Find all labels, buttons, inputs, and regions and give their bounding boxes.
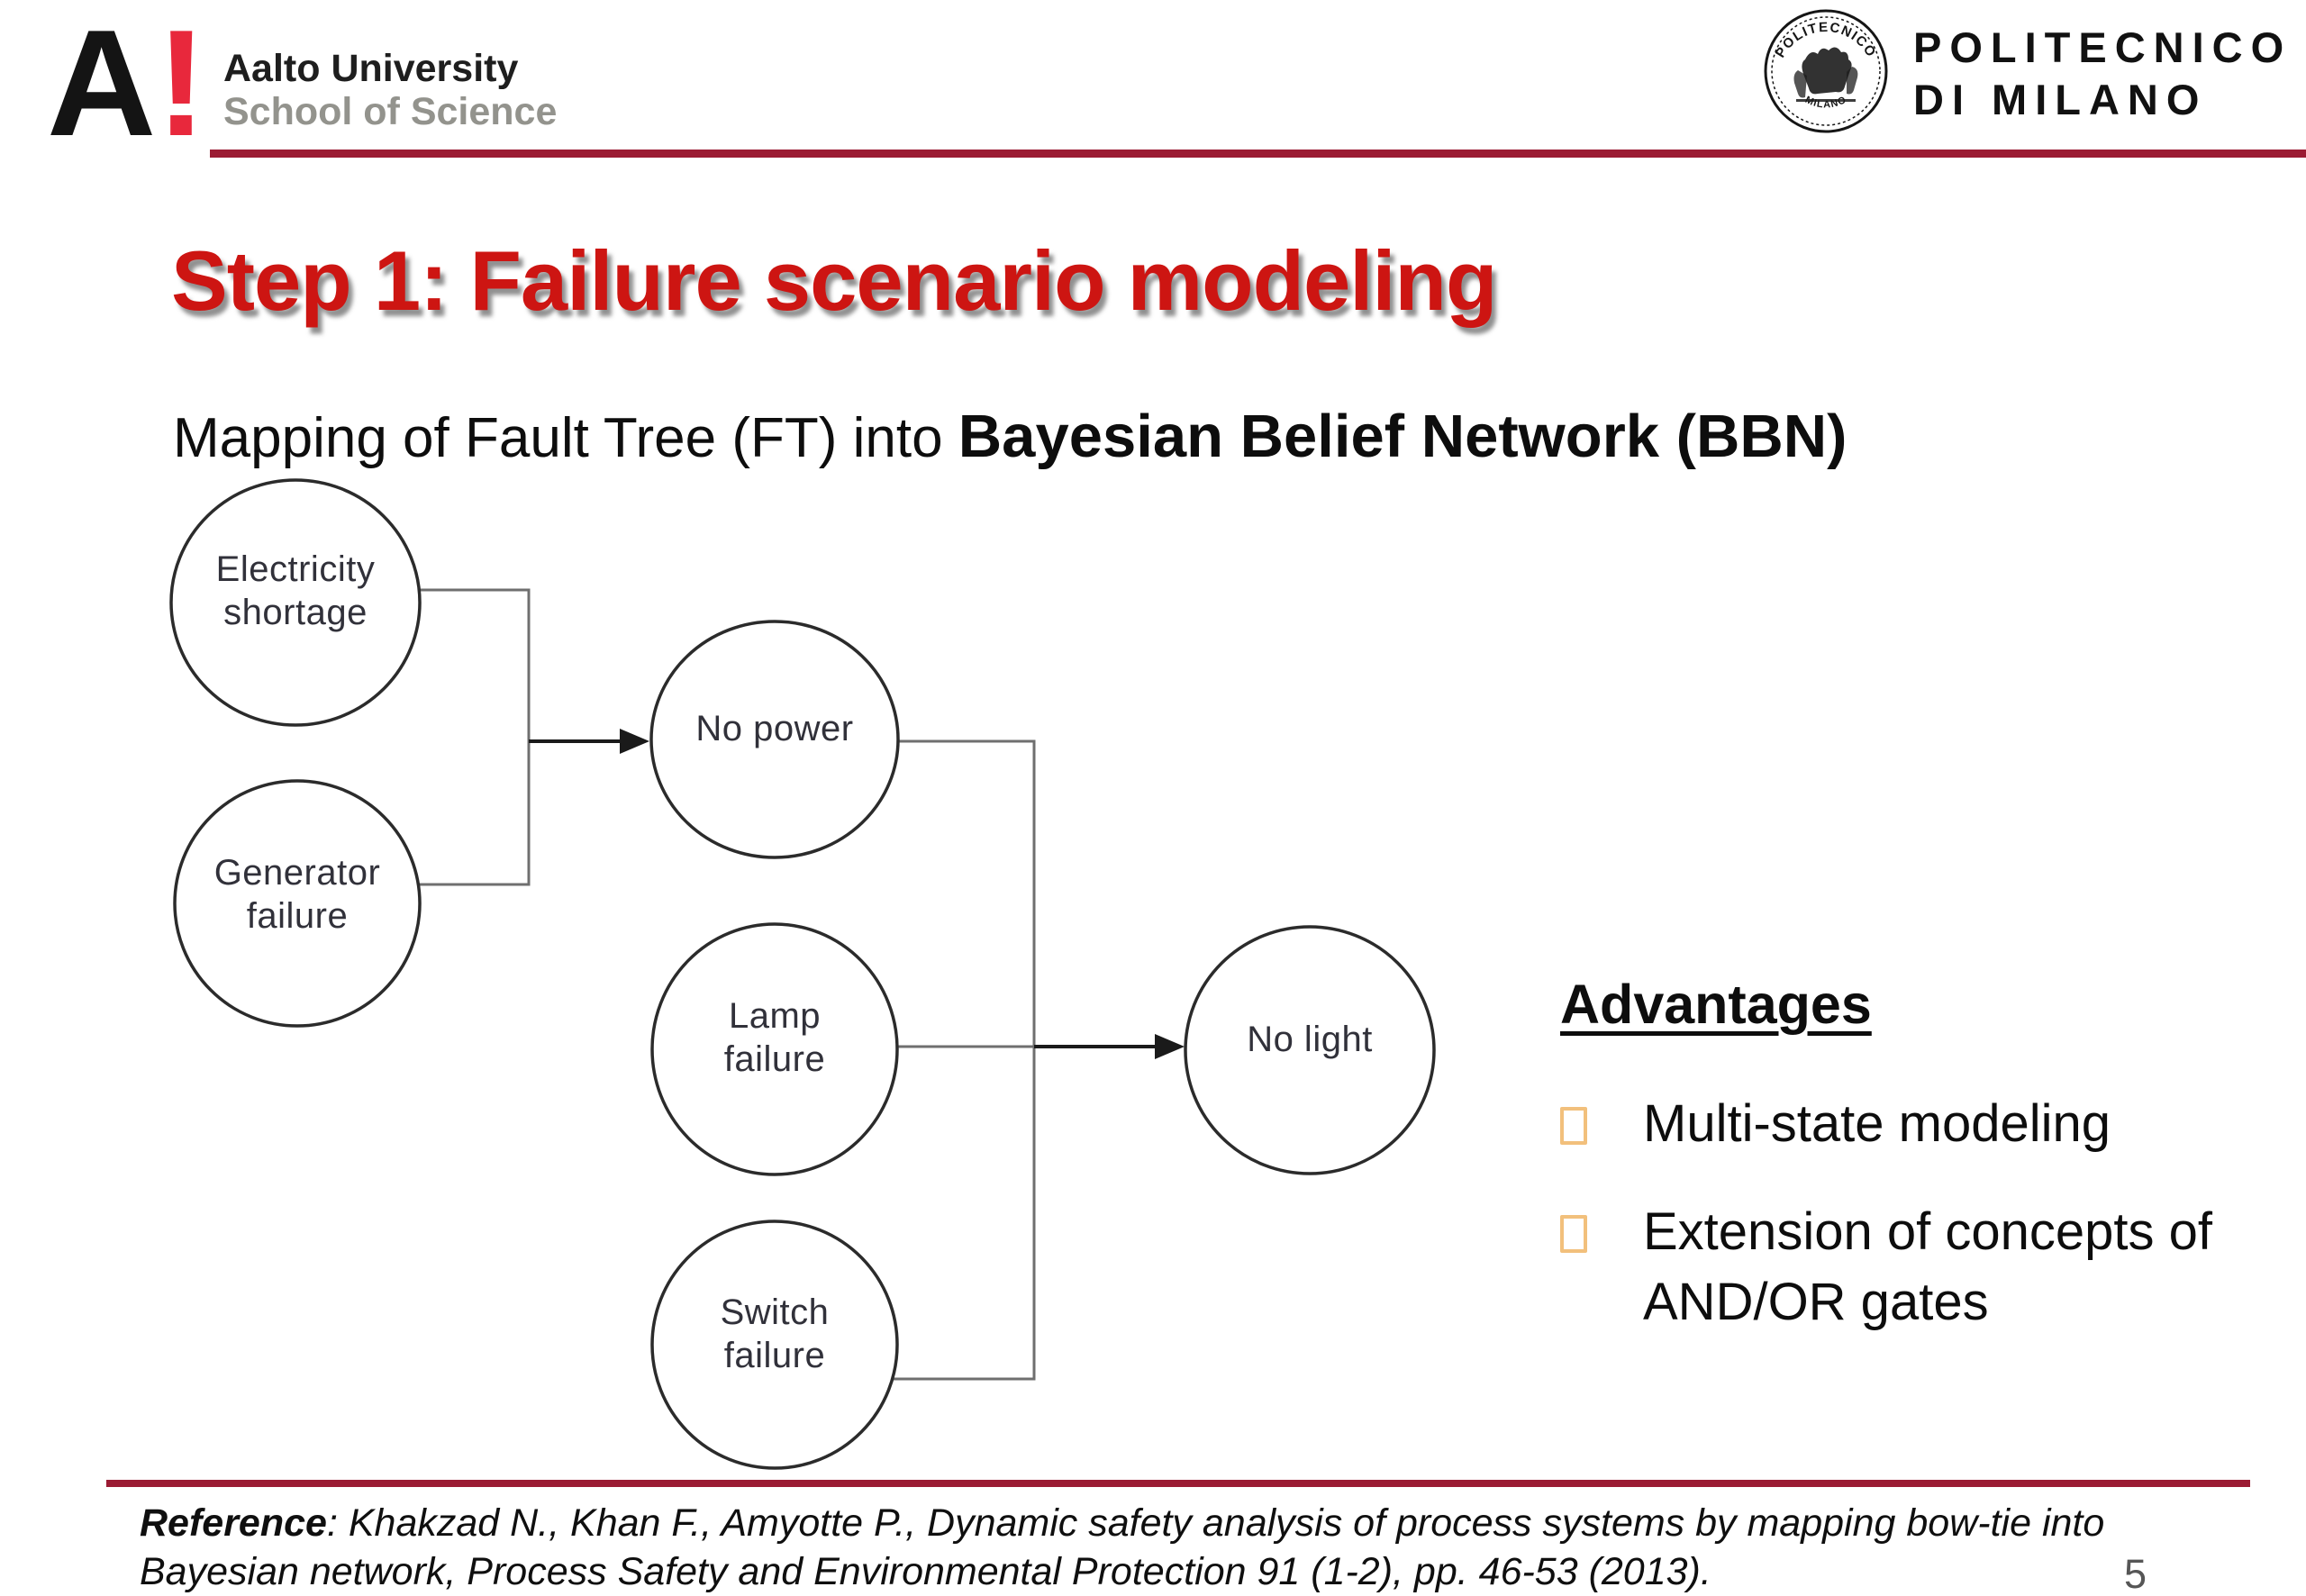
subtitle-bold: Bayesian Belief Network (BBN) (958, 403, 1848, 470)
node-circle-switch-failure (650, 1220, 899, 1470)
reference-line1-rest: : Khakzad N., Khan F., Amyotte P., Dynam… (326, 1501, 2105, 1545)
svg-text:MILANO: MILANO (1803, 95, 1848, 111)
reference-line1: Reference: Khakzad N., Khan F., Amyotte … (140, 1499, 2175, 1547)
aalto-school-label: School of Science (223, 90, 558, 133)
arrow-into-no-power (529, 729, 649, 754)
advantages-item: Multi-state modeling (1560, 1089, 2292, 1159)
reference-text: Reference: Khakzad N., Khan F., Amyotte … (140, 1499, 2175, 1596)
node-circle-generator-failure (173, 779, 422, 1028)
node-label-no-power: No power (695, 709, 854, 748)
polimi-line2: DI MILANO (1913, 76, 2208, 123)
page-title: Step 1: Failure scenario modeling (171, 233, 1497, 328)
aalto-logo: A! (47, 7, 206, 159)
reference-line2: Bayesian network, Process Safety and Env… (140, 1550, 1711, 1593)
node-circle-no-light (1184, 925, 1436, 1175)
advantages-heading: Advantages (1560, 974, 1872, 1035)
politecnico-wordmark: POLITECNICO DI MILANO (1913, 22, 2292, 126)
node-circle-no-power (649, 620, 900, 859)
page-number: 5 (2124, 1551, 2147, 1596)
node-label-lamp-failure: Lamp failure (723, 996, 826, 1079)
bullet-square-icon (1560, 1107, 1587, 1145)
node-label-no-light: No light (1247, 1020, 1373, 1059)
footer-divider (106, 1480, 2250, 1487)
seal-engraving (1793, 47, 1858, 102)
subtitle-normal: Mapping of Fault Tree (FT) into (173, 407, 958, 469)
node-circle-electricity-shortage (169, 478, 422, 727)
aalto-logo-letter: A (47, 0, 156, 168)
bullet-square-icon (1560, 1215, 1587, 1253)
polimi-line1: POLITECNICO (1913, 23, 2292, 71)
aalto-wordmark: Aalto University School of Science (223, 47, 557, 133)
advantages-item: Extension of concepts of AND/OR gates (1560, 1197, 2292, 1338)
node-label-electricity-shortage: Electricity shortage (215, 549, 376, 632)
advantages-item-text: Extension of concepts of AND/OR gates (1643, 1202, 2212, 1331)
edge-right-collector (775, 739, 1036, 1381)
subtitle: Mapping of Fault Tree (FT) into Bayesian… (173, 402, 1847, 471)
aalto-university-label: Aalto University (223, 47, 519, 90)
seal-bottom-text: MILANO (1803, 95, 1848, 111)
aalto-logo-exclamation: ! (156, 0, 207, 168)
node-label-generator-failure: Generator failure (213, 853, 381, 936)
node-label-switch-failure: Switch failure (720, 1292, 830, 1375)
node-circle-lamp-failure (650, 922, 899, 1176)
arrow-into-no-light (1034, 1034, 1185, 1059)
reference-label: Reference (140, 1501, 327, 1545)
advantages-item-text: Multi-state modeling (1643, 1094, 2111, 1153)
politecnico-seal-icon: POLITECNICO MILANO (1764, 9, 1888, 133)
header-divider (210, 150, 2306, 158)
